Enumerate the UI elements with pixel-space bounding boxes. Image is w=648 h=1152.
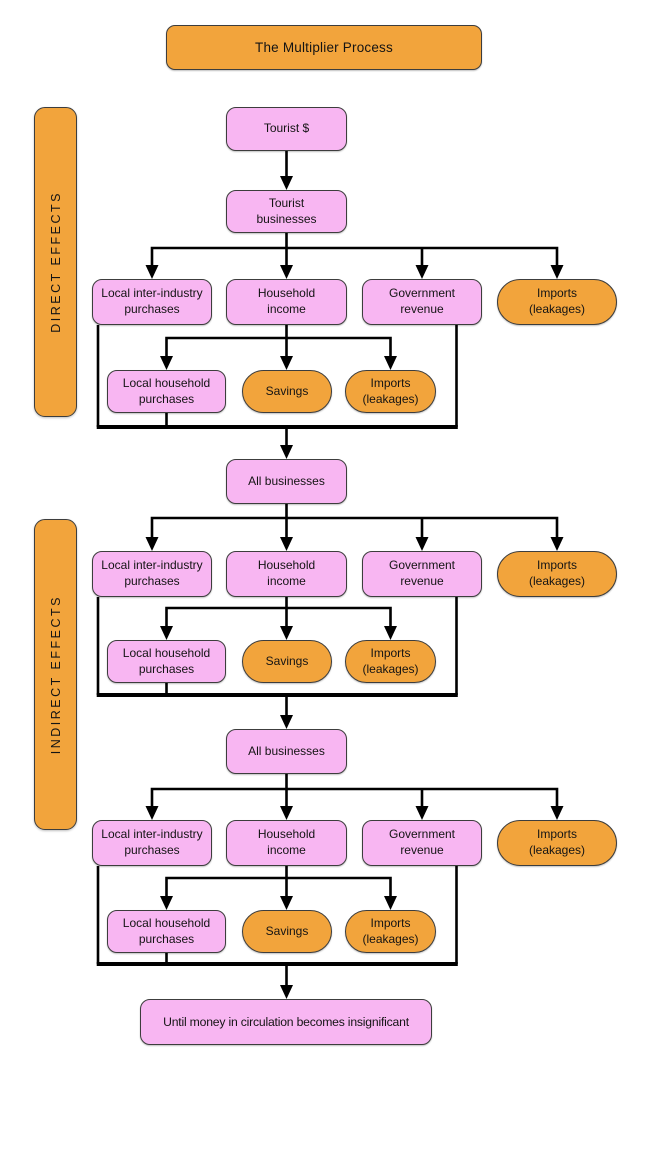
node-all-businesses-2: All businesses bbox=[226, 729, 347, 774]
tier2-local-household-purchases: Local household purchases bbox=[107, 640, 226, 683]
tier2-savings: Savings bbox=[242, 640, 332, 683]
collector-bars bbox=[96, 425, 458, 966]
flow-lines bbox=[96, 151, 559, 986]
tier1-government-revenue: Government revenue bbox=[362, 279, 482, 325]
tier2-imports-leakages-2: Imports (leakages) bbox=[345, 640, 436, 683]
direct-effects-label: DIRECT EFFECTS bbox=[48, 191, 63, 333]
indirect-effects-label: INDIRECT EFFECTS bbox=[48, 594, 63, 755]
node-terminal: Until money in circulation becomes insig… bbox=[140, 999, 432, 1045]
tier1-local-household-purchases: Local household purchases bbox=[107, 370, 226, 413]
tier2-government-revenue: Government revenue bbox=[362, 551, 482, 597]
tier1-imports-leakages-2: Imports (leakages) bbox=[345, 370, 436, 413]
node-tourist-dollar: Tourist $ bbox=[226, 107, 347, 151]
direct-effects-bar: DIRECT EFFECTS bbox=[34, 107, 77, 417]
tier2-local-inter-industry: Local inter-industry purchases bbox=[92, 551, 212, 597]
tier3-savings: Savings bbox=[242, 910, 332, 953]
node-tourist-businesses: Tourist businesses bbox=[226, 190, 347, 233]
tier3-local-household-purchases: Local household purchases bbox=[107, 910, 226, 953]
tier1-household-income: Household income bbox=[226, 279, 347, 325]
tier1-savings: Savings bbox=[242, 370, 332, 413]
tier1-imports-leakages: Imports (leakages) bbox=[497, 279, 617, 325]
tier3-government-revenue: Government revenue bbox=[362, 820, 482, 866]
tier3-imports-leakages-2: Imports (leakages) bbox=[345, 910, 436, 953]
indirect-effects-bar: INDIRECT EFFECTS bbox=[34, 519, 77, 830]
tier3-local-inter-industry: Local inter-industry purchases bbox=[92, 820, 212, 866]
diagram-title: The Multiplier Process bbox=[166, 25, 482, 70]
node-all-businesses-1: All businesses bbox=[226, 459, 347, 504]
tier1-local-inter-industry: Local inter-industry purchases bbox=[92, 279, 212, 325]
tier3-imports-leakages: Imports (leakages) bbox=[497, 820, 617, 866]
tier2-household-income: Household income bbox=[226, 551, 347, 597]
tier3-household-income: Household income bbox=[226, 820, 347, 866]
tier2-imports-leakages: Imports (leakages) bbox=[497, 551, 617, 597]
